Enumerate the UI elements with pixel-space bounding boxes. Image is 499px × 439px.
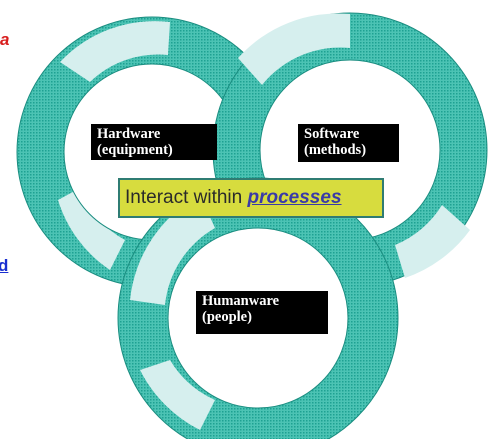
humanware-label-title: Humanware xyxy=(202,293,280,309)
hardware-label: Hardware (equipment) xyxy=(91,124,217,160)
humanware-label-subtitle: (people) xyxy=(202,309,252,325)
humanware-label: Humanware (people) xyxy=(196,291,328,334)
interact-within-processes-box: Interact within processes xyxy=(118,178,384,218)
hardware-label-subtitle: (equipment) xyxy=(97,142,173,158)
center-box-emphasis: processes xyxy=(247,187,342,208)
software-label: Software (methods) xyxy=(298,124,399,162)
cropped-text-fragment-red: a xyxy=(0,30,10,49)
software-label-title: Software xyxy=(304,126,360,142)
cropped-text-fragment-blue: d xyxy=(0,256,9,275)
hardware-label-title: Hardware xyxy=(97,126,161,142)
software-label-subtitle: (methods) xyxy=(304,142,367,158)
center-box-text: Interact within xyxy=(125,187,248,208)
